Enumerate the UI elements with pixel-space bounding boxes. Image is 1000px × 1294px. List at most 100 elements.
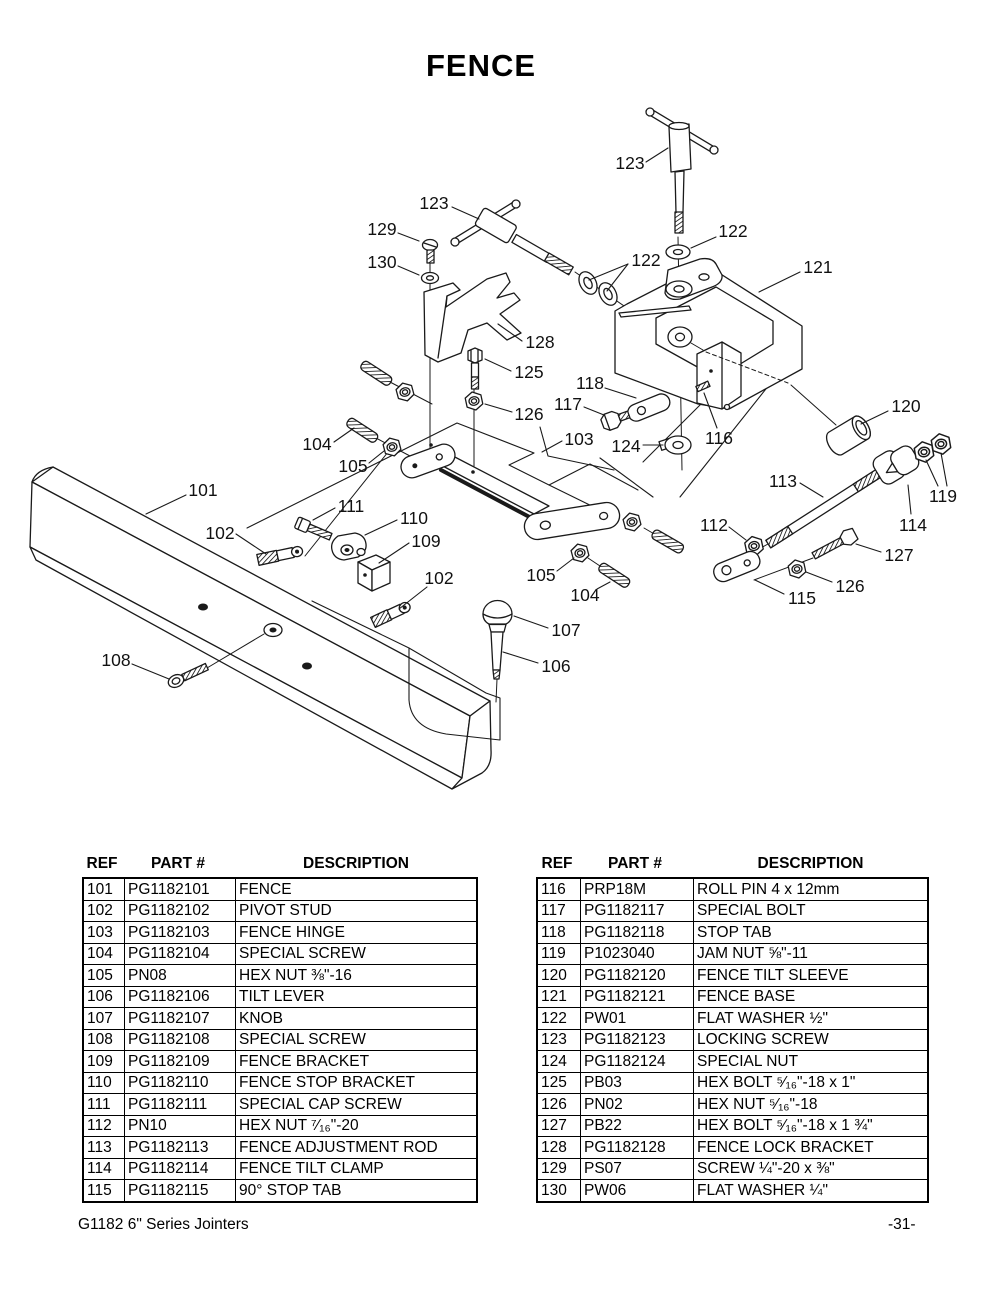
ref-cell: 128 [536,1136,581,1159]
callout-102: 102 [424,568,453,588]
description-cell: FENCE STOP BRACKET [235,1071,478,1094]
ref-cell: 113 [82,1136,125,1159]
callout-leader-122 [690,236,717,249]
ref-cell: 108 [82,1028,125,1051]
callout-120: 120 [891,396,920,416]
description-cell: HEX BOLT ⁵⁄₁₆"-18 x 1 ¾" [693,1114,929,1137]
ref-cell: 119 [536,942,581,965]
special-bolt-117 [600,410,631,431]
description-cell: FENCE LOCK BRACKET [693,1136,929,1159]
callout-leader-120 [860,410,889,425]
callout-115: 115 [788,588,816,608]
ref-cell: 118 [536,921,581,944]
locking-screw-123-left [450,199,574,276]
locking-screw-123-top [645,107,719,234]
callout-leader-125 [484,358,512,372]
fence-tilt-clamp-114 [872,445,920,485]
description-cell: FENCE BASE [693,985,929,1008]
part-number-cell: PG1182121 [580,985,694,1008]
callout-129: 129 [367,219,396,239]
stop-tab-115 [713,550,761,583]
part-number-cell: PG1182108 [124,1028,236,1051]
page-title: FENCE [425,48,537,83]
hex-bolt-125 [467,347,483,390]
header-ref: REF [86,855,118,872]
ref-cell: 104 [82,942,125,965]
callout-leader-123 [451,206,480,220]
callout-110: 110 [400,508,428,528]
callout-123: 123 [615,153,644,173]
callout-leader-119 [940,452,948,487]
callout-leader-126 [805,571,833,583]
hex-nut-105-a [394,380,416,404]
callout-leader-122 [588,263,629,281]
ref-cell: 101 [82,877,125,901]
part-number-cell: PG1182110 [124,1071,236,1094]
callout-leader-105 [368,450,385,464]
callout-111: 111 [338,496,365,516]
callout-123: 123 [419,193,448,213]
description-cell: HEX BOLT ⁵⁄₁₆"-18 x 1" [693,1071,929,1094]
part-number-cell: PG1182118 [580,921,694,944]
callout-leader-129 [397,232,420,242]
description-cell: TILT LEVER [235,985,478,1008]
table-header-row: REF PART # DESCRIPTION [82,851,478,877]
description-cell: PIVOT STUD [235,899,478,922]
ref-cell: 120 [536,964,581,987]
knob-107 [482,599,513,633]
ref-cell: 115 [82,1179,125,1202]
description-cell: FLAT WASHER ¼" [693,1179,929,1202]
callout-leader-101 [145,494,187,515]
special-screw-104-d [596,561,632,590]
description-cell: FENCE ADJUSTMENT ROD [235,1136,478,1159]
description-cell: HEX NUT ⅜"-16 [235,964,478,987]
callout-113: 113 [769,471,797,491]
part-number-cell: PG1182107 [124,1007,236,1030]
header-description: DESCRIPTION [303,855,409,872]
callout-leader-103 [541,440,563,453]
fence-stop-bracket-110 [330,532,367,561]
part-number-cell: PG1182102 [124,899,236,922]
fence-bracket-109 [357,554,391,592]
header-description: DESCRIPTION [757,855,864,872]
callout-128: 128 [525,332,554,352]
description-cell: FENCE [235,877,478,901]
ref-cell: 114 [82,1157,125,1180]
callout-leader-110 [364,519,398,536]
fence-101 [29,466,492,790]
callout-leader-104 [596,581,611,590]
flat-washer-122-top [665,244,691,260]
callout-103: 103 [564,429,593,449]
ref-cell: 130 [536,1179,581,1202]
callout-leader-128 [497,323,523,342]
callout-leader-104 [333,427,355,443]
ref-cell: 123 [536,1028,581,1051]
part-number-cell: PN08 [124,964,236,987]
callout-127: 127 [884,545,913,565]
description-cell: SPECIAL BOLT [693,899,929,922]
callout-124: 124 [611,436,640,456]
description-cell: JAM NUT ⅝"-11 [693,942,929,965]
part-number-cell: PG1182109 [124,1050,236,1073]
part-number-cell: PG1182114 [124,1157,236,1180]
fence-clamp-bar-outline [311,600,501,741]
ref-cell: 129 [536,1157,581,1180]
callout-leader-126 [484,403,513,413]
callout-leader-122 [606,263,629,292]
callout-104: 104 [570,585,599,605]
ref-cell: 126 [536,1093,581,1116]
ref-cell: 117 [536,899,581,922]
